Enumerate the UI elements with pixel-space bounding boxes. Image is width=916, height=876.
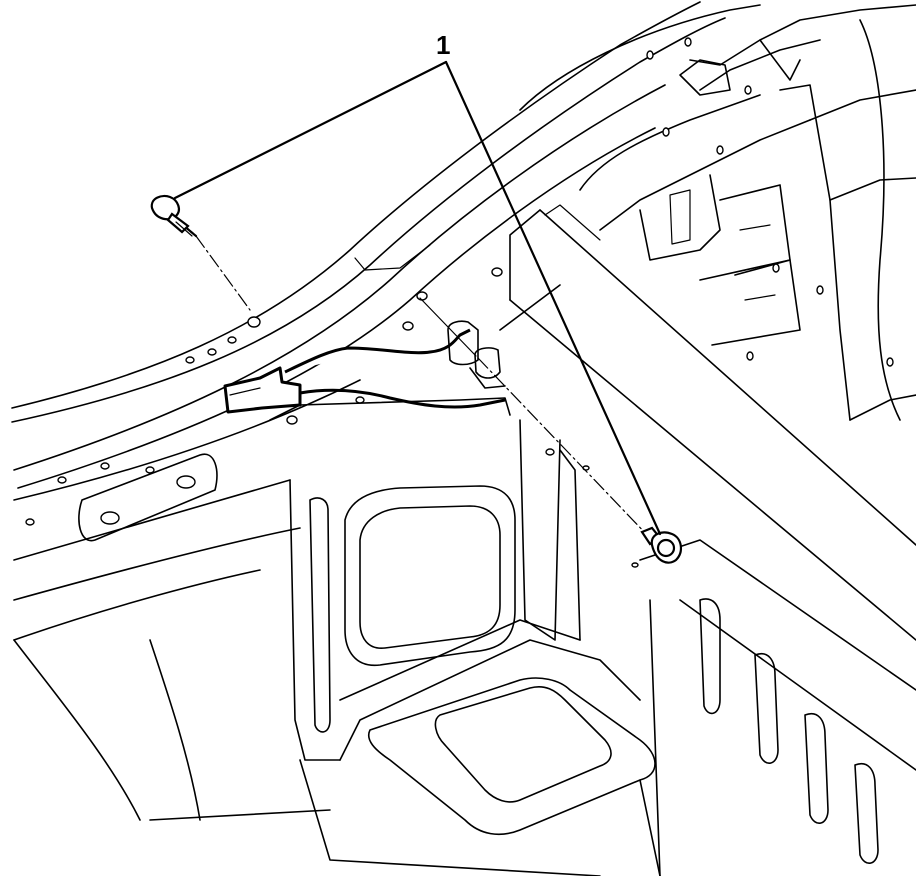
- fastener-upper-bolt: [150, 194, 251, 311]
- lower-floor: [149, 677, 661, 876]
- fastener-lower-bolt: [419, 297, 682, 564]
- center-panel: [289, 419, 641, 761]
- leader-line-lower-bolt: [444, 60, 662, 536]
- panel-holes: [185, 37, 894, 568]
- bracket-assembly: [223, 320, 511, 421]
- callout-1: 1: [173, 30, 662, 536]
- pillar-structure: [579, 19, 916, 421]
- upper-rail-panel: [11, 1, 916, 489]
- cross-beam: [499, 204, 916, 641]
- leader-line-upper-bolt: [173, 60, 448, 200]
- right-lower-panel: [639, 539, 916, 876]
- callout-label: 1: [436, 30, 450, 60]
- left-side-rail: [13, 379, 361, 821]
